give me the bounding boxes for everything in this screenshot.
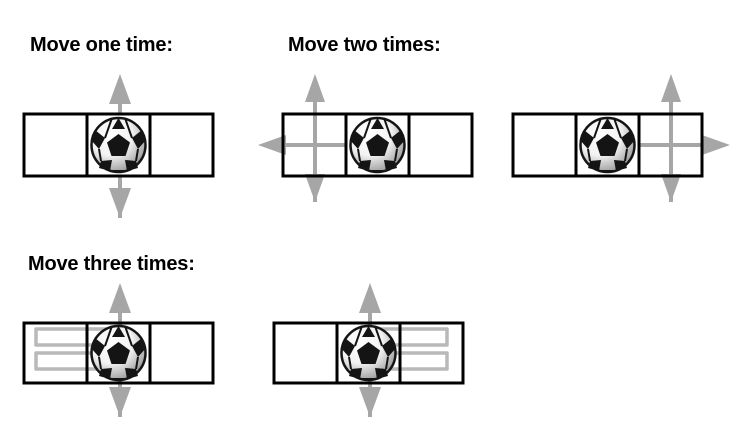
heading-move-three-times: Move three times: <box>28 253 195 275</box>
loop-path-upper <box>365 327 449 347</box>
loop-path-lower <box>34 351 118 371</box>
heading-move-one-time: Move one time: <box>30 34 173 56</box>
soccer-ball <box>90 324 147 382</box>
heading-move-two-times: Move two times: <box>288 34 441 56</box>
grid-three-cells <box>281 112 474 178</box>
soccer-ball <box>340 324 397 382</box>
diagram-move-three-right <box>260 275 500 440</box>
arrow-vertical-double <box>305 74 325 202</box>
loop-path-upper <box>34 327 118 347</box>
soccer-ball <box>90 116 147 174</box>
grid-three-cells <box>511 112 704 178</box>
diagram-move-three-left <box>0 275 240 440</box>
diagram-move-one <box>0 60 240 230</box>
arrow-vertical-double <box>661 74 681 202</box>
grid-three-cells <box>272 321 465 385</box>
diagram-move-two-right <box>496 60 751 230</box>
diagram-move-two-left <box>250 60 490 230</box>
soccer-ball <box>579 116 636 174</box>
loop-path-lower <box>365 351 449 371</box>
arrow-right <box>640 135 730 155</box>
soccer-ball <box>349 116 406 174</box>
grid-three-cells <box>22 321 215 385</box>
arrow-left <box>258 135 347 155</box>
